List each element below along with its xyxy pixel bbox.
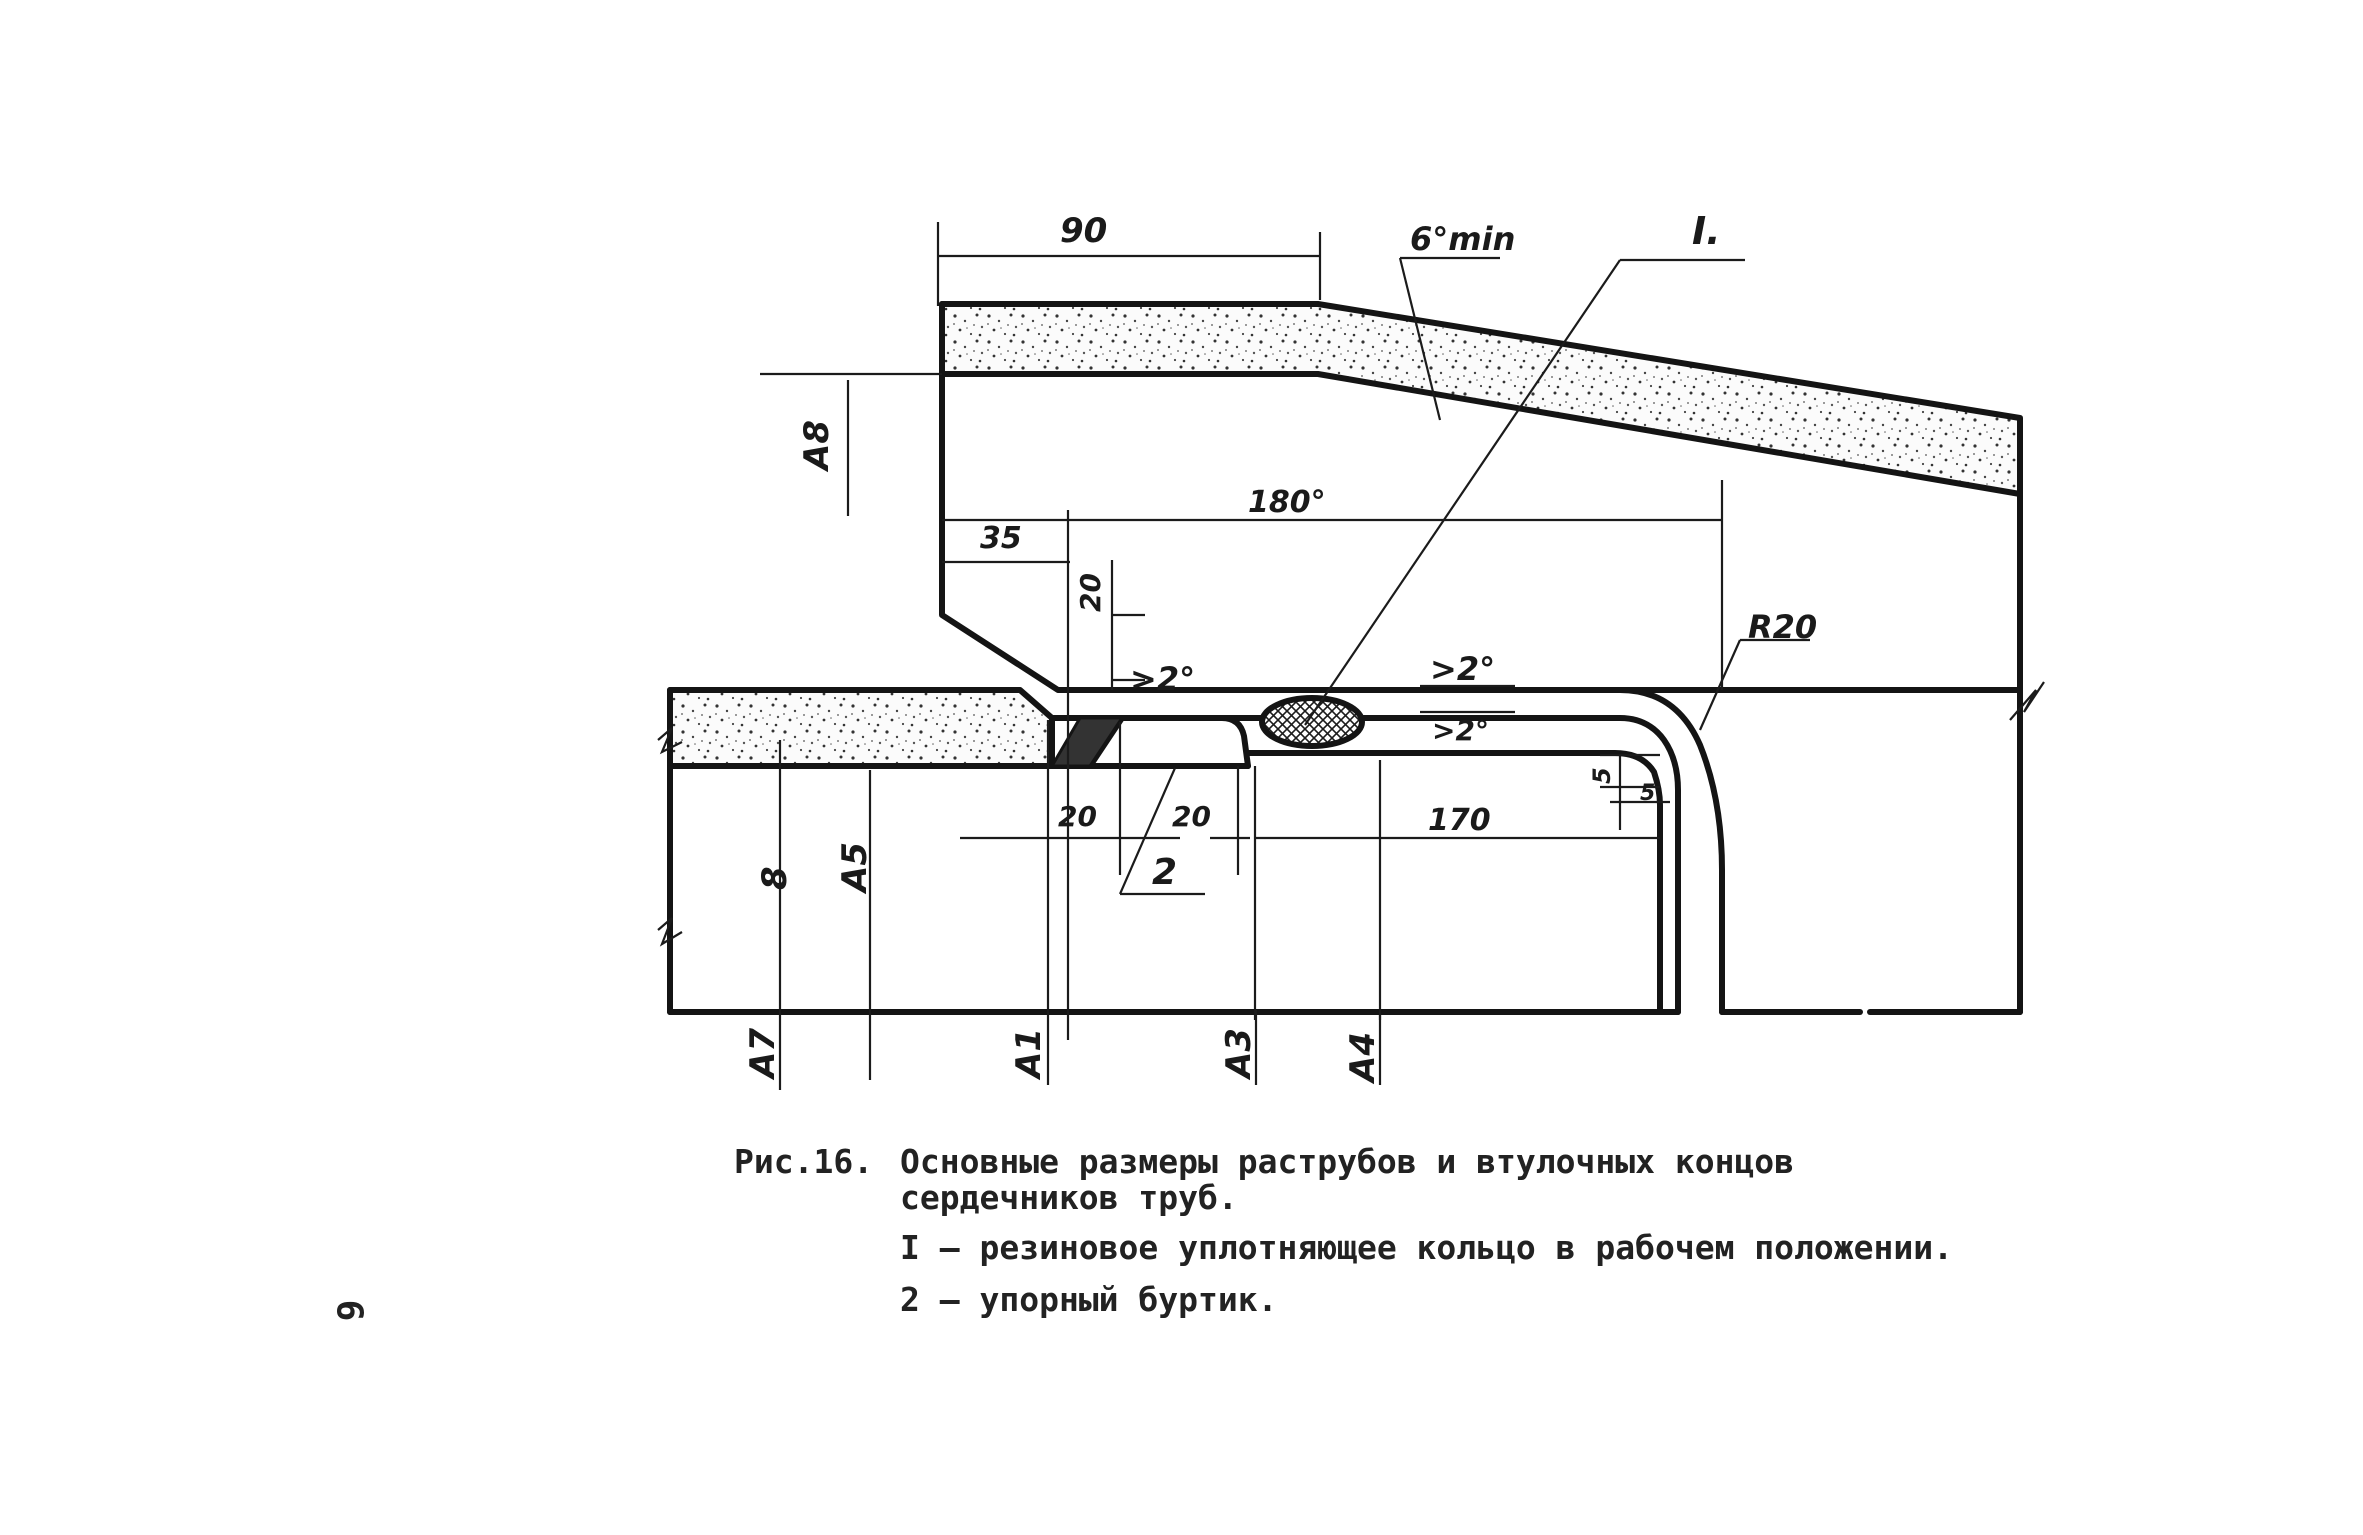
break-mark-left-upper [657, 727, 683, 755]
dim-A3-label: A3 [1219, 1028, 1259, 1081]
spigot-outer-contour [1049, 715, 1681, 1015]
rubber-ring [1259, 695, 1365, 749]
angle-2-left-label: >2° [1130, 660, 1195, 698]
dim-180-label: 180° [1248, 485, 1326, 520]
figure-legend-item-2: 2 – упорный буртик. [900, 1280, 1278, 1319]
dim-8-label: 8 [755, 866, 795, 890]
spigot-inner-contour [1049, 750, 1663, 1015]
dimension-lines [760, 222, 1810, 1090]
stop-collar [1087, 715, 1251, 769]
dim-35-label: 35 [980, 521, 1022, 556]
radius-R20-label: R20 [1748, 608, 1817, 646]
dim-90-label: 90 [1060, 211, 1107, 251]
dim-20-a-label: 20 [1058, 800, 1097, 833]
angle-6-min-label: 6°min [1410, 220, 1515, 258]
break-mark-left-lower [657, 917, 683, 947]
dim-A5-label: A5 [835, 842, 875, 895]
dim-20-vertical-label: 20 [1074, 573, 1107, 612]
dim-5-right-b-label: 5 [1640, 781, 1655, 806]
figure-caption-line2: сердечников труб. [900, 1178, 1238, 1217]
dim-A4-label: A4 [1343, 1032, 1383, 1085]
spigot-concrete-layer [667, 687, 1055, 769]
dim-A1-label: A1 [1009, 1028, 1049, 1081]
angle-2-mid-top-label: >2° [1430, 650, 1495, 688]
stop-collar-wedge [1049, 716, 1125, 768]
dim-A7-label: A7 [743, 1028, 783, 1081]
dim-170-label: 170 [1428, 803, 1491, 838]
page-number: 6 [328, 1299, 370, 1322]
dim-A8-label: A8 [797, 420, 837, 473]
break-mark-right [2009, 681, 2045, 721]
dim-20-b-label: 20 [1172, 800, 1211, 833]
socket-end-fillet [1617, 687, 1725, 1015]
socket-inner-contour [939, 301, 2023, 693]
figure-caption-line1: Основные размеры раструбов и втулочных к… [900, 1142, 1795, 1181]
dim-5-right-label: 5 [1588, 767, 1616, 784]
callout-2-label: 2 [1152, 852, 1177, 893]
figure-caption-number: Рис.16. [734, 1142, 874, 1181]
callout-I-label: I. [1692, 209, 1721, 253]
figure-legend-item-1: I – резиновое уплотняющее кольцо в рабоч… [900, 1228, 1953, 1267]
angle-2-mid-bottom-label: >2° [1432, 714, 1489, 747]
